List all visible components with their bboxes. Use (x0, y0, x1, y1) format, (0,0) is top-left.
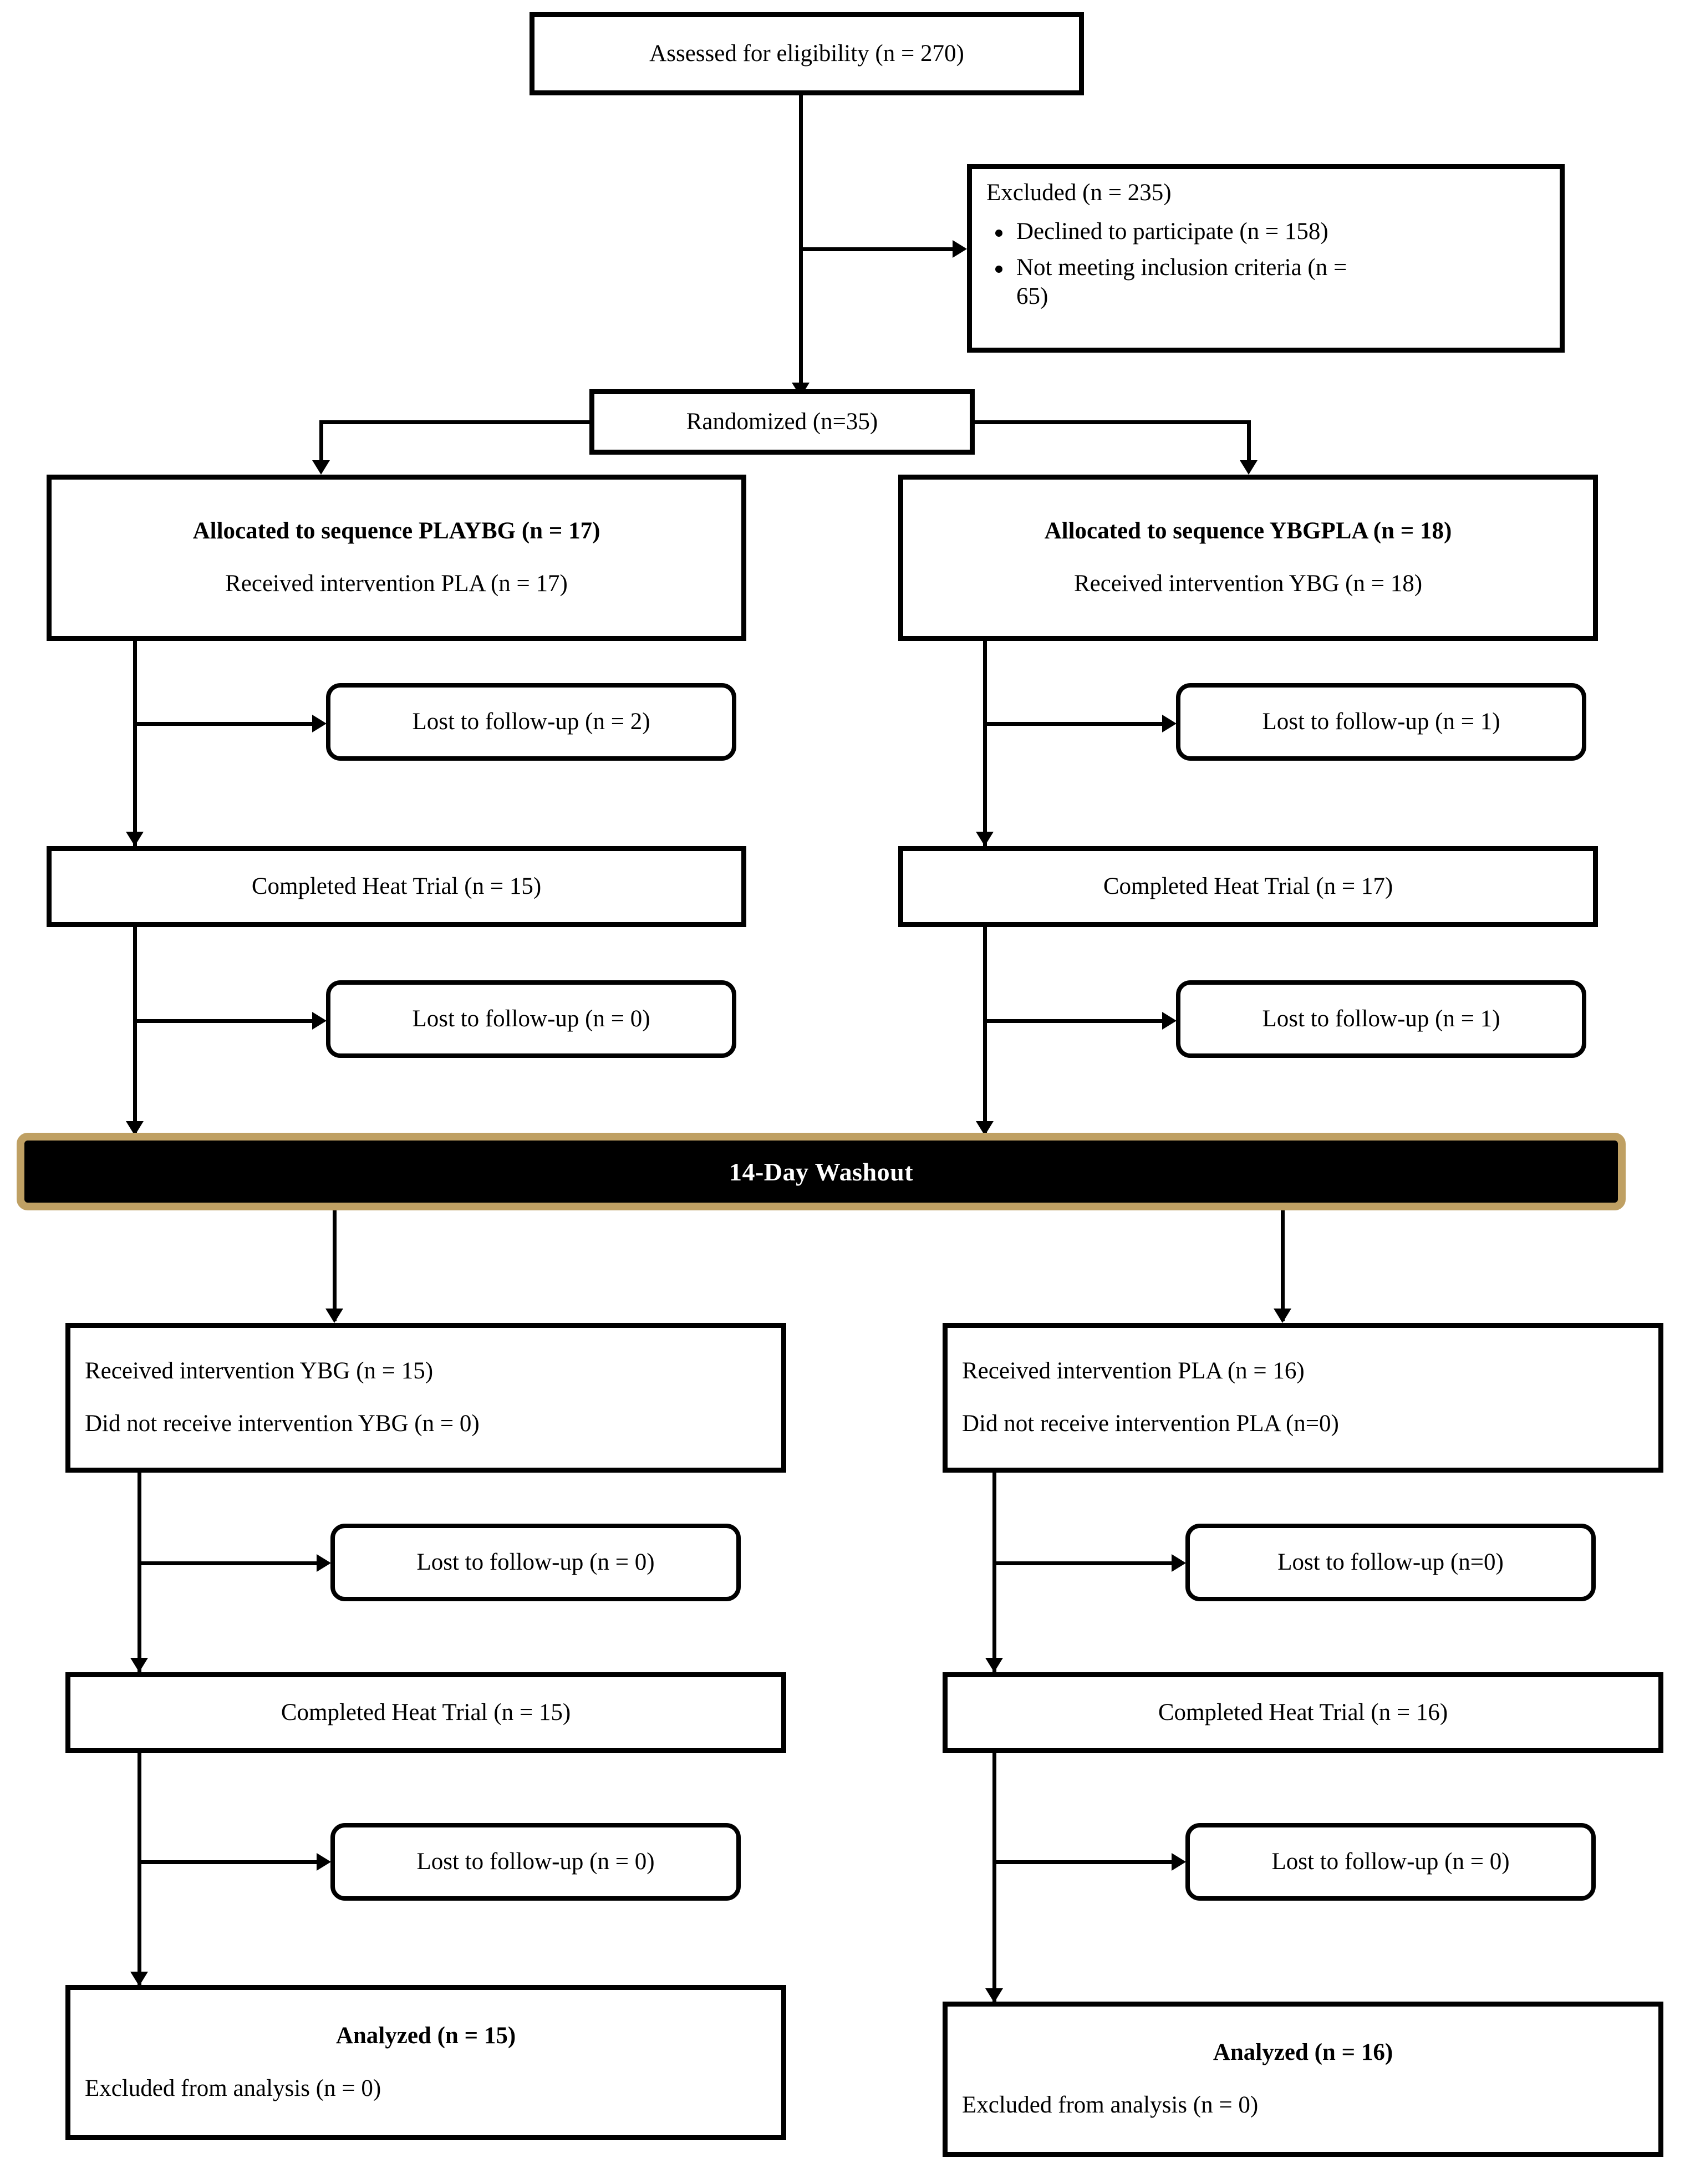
connector-right-p2-lost1 (992, 1561, 1177, 1565)
excluded-reason-list: Declined to participate (n = 158) Not me… (972, 210, 1560, 319)
completed-right-2-label: Completed Heat Trial (n = 16) (1158, 1699, 1448, 1725)
connector-left-p2-lost1 (138, 1561, 322, 1565)
lost-followup-left-4-label: Lost to follow-up (n = 0) (416, 1848, 655, 1875)
lost-followup-right-4-label: Lost to follow-up (n = 0) (1271, 1848, 1510, 1875)
excluded-reason-item: Declined to participate (n = 158) (991, 217, 1549, 246)
arrowhead-washout-right (1274, 1309, 1291, 1323)
arrowhead-right-lost2 (1162, 1012, 1177, 1030)
connector-right-alloc-to-completed (983, 641, 987, 846)
connector-right-p2-to-analyzed (992, 1753, 996, 2002)
arrowhead-right-p2-lost2 (1172, 1853, 1186, 1871)
analyzed-right-label: Analyzed (n = 16) (1213, 2039, 1393, 2066)
arrowhead-left-completed (126, 832, 144, 846)
excluded-reason-item: Not meeting inclusion criteria (n =65) (991, 253, 1549, 310)
arrowhead-right-p2-analyzed (985, 1988, 1003, 2003)
arrowhead-to-right-allocation (1240, 460, 1258, 475)
arrowhead-right-completed (976, 832, 994, 846)
washout-label: 14-Day Washout (729, 1157, 914, 1186)
node-completed-left-2: Completed Heat Trial (n = 15) (65, 1672, 786, 1753)
crossover-left-not-received-label: Did not receive intervention YBG (n = 0) (85, 1411, 480, 1437)
node-excluded: Excluded (n = 235) Declined to participa… (967, 164, 1565, 353)
connector-assessed-to-randomized (799, 95, 803, 389)
node-lost-followup-left-1: Lost to follow-up (n = 2) (326, 683, 736, 761)
crossover-right-received-label: Received intervention PLA (n = 16) (962, 1358, 1305, 1384)
connector-washout-to-left-p2 (333, 1210, 337, 1321)
excluded-from-analysis-right-label: Excluded from analysis (n = 0) (962, 2092, 1259, 2118)
arrowhead-right-p2-lost1 (1172, 1554, 1186, 1572)
connector-right-completed-to-washout (983, 927, 987, 1133)
received-left-label: Received intervention PLA (n = 17) (225, 571, 568, 597)
excluded-heading: Excluded (n = 235) (986, 180, 1172, 206)
lost-followup-left-2-label: Lost to follow-up (n = 0) (412, 1005, 650, 1032)
connector-right-p2-to-completed (992, 1473, 996, 1672)
crossover-left-received-label: Received intervention YBG (n = 15) (85, 1358, 434, 1384)
connector-right-lost1 (983, 722, 1167, 726)
node-analyzed-right: Analyzed (n = 16) Excluded from analysis… (943, 2002, 1663, 2157)
node-lost-followup-right-3: Lost to follow-up (n=0) (1185, 1524, 1596, 1601)
randomized-label: Randomized (n=35) (686, 408, 878, 435)
arrowhead-right-p2-completed (985, 1658, 1003, 1672)
connector-left-alloc-to-completed (133, 641, 137, 846)
arrowhead-left-p2-completed (130, 1658, 148, 1672)
connector-randomized-left-drop (319, 420, 323, 468)
crossover-right-not-received-label: Did not receive intervention PLA (n=0) (962, 1411, 1339, 1437)
arrowhead-right-lost1 (1162, 715, 1177, 732)
node-allocated-right: Allocated to sequence YBGPLA (n = 18) Re… (898, 475, 1598, 641)
node-lost-followup-left-4: Lost to follow-up (n = 0) (330, 1823, 741, 1901)
node-lost-followup-left-3: Lost to follow-up (n = 0) (330, 1524, 741, 1601)
lost-followup-left-1-label: Lost to follow-up (n = 2) (412, 708, 650, 735)
connector-randomized-right-arm (972, 420, 1251, 424)
arrowhead-washout-left (325, 1309, 343, 1323)
allocated-left-label: Allocated to sequence PLAYBG (n = 17) (192, 518, 600, 544)
node-completed-left-1: Completed Heat Trial (n = 15) (47, 846, 746, 927)
excluded-from-analysis-left-label: Excluded from analysis (n = 0) (85, 2075, 381, 2101)
node-crossover-right: Received intervention PLA (n = 16) Did n… (943, 1323, 1663, 1473)
node-analyzed-left: Analyzed (n = 15) Excluded from analysis… (65, 1985, 786, 2140)
received-right-label: Received intervention YBG (n = 18) (1073, 571, 1423, 597)
arrowhead-left-p2-lost2 (317, 1853, 331, 1871)
lost-followup-right-3-label: Lost to follow-up (n=0) (1277, 1549, 1504, 1575)
node-lost-followup-right-1: Lost to follow-up (n = 1) (1176, 683, 1586, 761)
arrowhead-left-p2-analyzed (130, 1972, 148, 1986)
connector-right-p2-lost2 (992, 1860, 1177, 1864)
connector-left-lost1 (133, 722, 317, 726)
node-assessed-for-eligibility: Assessed for eligibility (n = 270) (530, 12, 1084, 95)
completed-left-2-label: Completed Heat Trial (n = 15) (281, 1699, 571, 1725)
node-lost-followup-right-4: Lost to follow-up (n = 0) (1185, 1823, 1596, 1901)
node-lost-followup-left-2: Lost to follow-up (n = 0) (326, 980, 736, 1058)
assessed-label: Assessed for eligibility (n = 270) (649, 40, 964, 67)
arrowhead-to-excluded (953, 240, 967, 258)
connector-left-p2-lost2 (138, 1860, 322, 1864)
connector-washout-to-right-p2 (1281, 1210, 1285, 1321)
analyzed-left-label: Analyzed (n = 15) (335, 2023, 516, 2049)
connector-randomized-right-drop (1247, 420, 1251, 468)
connector-randomized-left-arm (319, 420, 592, 424)
connector-left-completed-to-washout (133, 927, 137, 1133)
node-randomized: Randomized (n=35) (589, 389, 975, 455)
allocated-right-label: Allocated to sequence YBGPLA (n = 18) (1044, 518, 1452, 544)
node-crossover-left: Received intervention YBG (n = 15) Did n… (65, 1323, 786, 1473)
completed-right-1-label: Completed Heat Trial (n = 17) (1103, 873, 1393, 899)
node-allocated-left: Allocated to sequence PLAYBG (n = 17) Re… (47, 475, 746, 641)
connector-right-lost2 (983, 1019, 1167, 1023)
connector-left-p2-to-completed (138, 1473, 141, 1672)
node-washout-banner: 14-Day Washout (17, 1133, 1626, 1210)
lost-followup-left-3-label: Lost to follow-up (n = 0) (416, 1549, 655, 1575)
arrowhead-left-p2-lost1 (317, 1554, 331, 1572)
arrowhead-left-lost2 (312, 1012, 327, 1030)
completed-left-1-label: Completed Heat Trial (n = 15) (251, 873, 542, 899)
connector-to-excluded (799, 247, 958, 251)
arrowhead-to-left-allocation (312, 460, 330, 475)
node-lost-followup-right-2: Lost to follow-up (n = 1) (1176, 980, 1586, 1058)
lost-followup-right-1-label: Lost to follow-up (n = 1) (1262, 708, 1500, 735)
node-completed-right-1: Completed Heat Trial (n = 17) (898, 846, 1598, 927)
connector-left-p2-to-analyzed (138, 1753, 141, 1985)
connector-left-lost2 (133, 1019, 317, 1023)
lost-followup-right-2-label: Lost to follow-up (n = 1) (1262, 1005, 1500, 1032)
node-completed-right-2: Completed Heat Trial (n = 16) (943, 1672, 1663, 1753)
arrowhead-left-lost1 (312, 715, 327, 732)
